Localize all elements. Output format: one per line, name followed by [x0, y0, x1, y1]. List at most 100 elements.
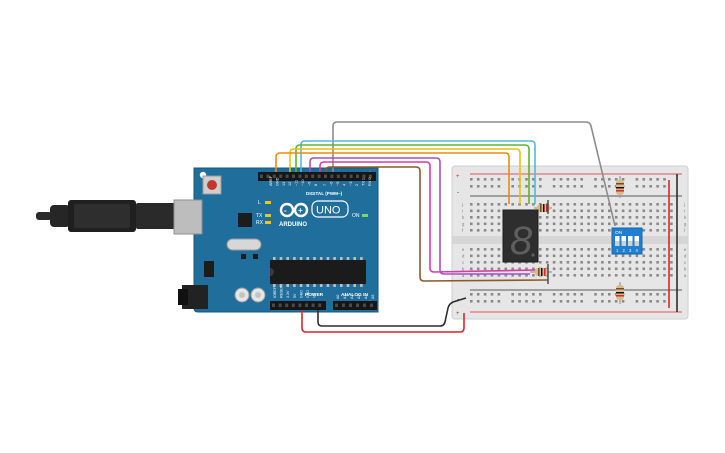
breadboard-hole[interactable]	[539, 178, 542, 181]
breadboard-hole[interactable]	[525, 300, 528, 303]
breadboard-hole[interactable]	[649, 222, 652, 226]
breadboard-hole[interactable]	[545, 216, 549, 219]
breadboard-hole[interactable]	[621, 178, 625, 181]
breadboard-hole[interactable]	[552, 178, 556, 181]
breadboard-hole[interactable]	[545, 267, 549, 271]
breadboard-hole[interactable]	[580, 274, 583, 277]
header-hole[interactable]	[272, 303, 275, 308]
breadboard-hole[interactable]	[497, 248, 501, 251]
breadboard-hole[interactable]	[621, 203, 625, 206]
breadboard-hole[interactable]	[490, 229, 494, 232]
breadboard-hole[interactable]	[470, 248, 473, 251]
breadboard-hole[interactable]	[663, 248, 666, 251]
breadboard-hole[interactable]	[483, 203, 487, 206]
breadboard-hole[interactable]	[635, 185, 639, 188]
header-hole[interactable]	[266, 174, 270, 179]
breadboard-hole[interactable]	[649, 261, 652, 264]
breadboard-hole[interactable]	[594, 216, 597, 219]
breadboard-hole[interactable]	[594, 261, 597, 264]
breadboard-hole[interactable]	[497, 274, 501, 277]
breadboard-hole[interactable]	[532, 274, 535, 277]
breadboard-hole[interactable]	[497, 178, 501, 181]
breadboard-hole[interactable]	[552, 254, 556, 258]
breadboard-hole[interactable]	[497, 300, 501, 303]
breadboard-hole[interactable]	[566, 178, 570, 181]
breadboard-hole[interactable]	[580, 178, 583, 181]
breadboard-hole[interactable]	[656, 293, 659, 296]
breadboard-hole[interactable]	[601, 274, 604, 277]
breadboard-hole[interactable]	[670, 248, 673, 251]
seven-segment-display[interactable]: 8	[502, 209, 539, 263]
breadboard-hole[interactable]	[601, 178, 604, 181]
breadboard-hole[interactable]	[628, 209, 632, 213]
breadboard-hole[interactable]	[614, 178, 618, 181]
breadboard-hole[interactable]	[628, 216, 632, 219]
breadboard-hole[interactable]	[642, 185, 646, 188]
breadboard-hole[interactable]	[649, 209, 652, 213]
breadboard-hole[interactable]	[497, 267, 501, 271]
breadboard-hole[interactable]	[601, 267, 604, 271]
header-hole[interactable]	[311, 303, 315, 308]
breadboard-hole[interactable]	[483, 216, 487, 219]
breadboard-hole[interactable]	[470, 261, 473, 264]
breadboard-hole[interactable]	[601, 222, 604, 226]
breadboard-hole[interactable]	[497, 216, 501, 219]
breadboard-hole[interactable]	[656, 216, 659, 219]
breadboard-hole[interactable]	[594, 185, 597, 188]
breadboard-hole[interactable]	[470, 267, 473, 271]
breadboard-hole[interactable]	[656, 178, 659, 181]
breadboard-hole[interactable]	[580, 222, 583, 226]
breadboard-hole[interactable]	[470, 274, 473, 277]
breadboard-hole[interactable]	[649, 229, 652, 232]
breadboard-hole[interactable]	[642, 261, 646, 264]
breadboard-hole[interactable]	[476, 274, 480, 277]
breadboard-hole[interactable]	[511, 178, 514, 181]
breadboard-hole[interactable]	[580, 248, 583, 251]
breadboard-hole[interactable]	[621, 274, 625, 277]
breadboard-hole[interactable]	[559, 267, 563, 271]
breadboard-hole[interactable]	[628, 254, 632, 258]
breadboard-hole[interactable]	[559, 248, 563, 251]
breadboard-hole[interactable]	[483, 222, 487, 226]
breadboard-hole[interactable]	[559, 254, 563, 258]
breadboard-hole[interactable]	[497, 209, 501, 213]
breadboard-hole[interactable]	[642, 222, 646, 226]
breadboard-hole[interactable]	[490, 203, 494, 206]
breadboard-hole[interactable]	[490, 267, 494, 271]
breadboard-hole[interactable]	[532, 203, 535, 206]
breadboard-hole[interactable]	[552, 267, 556, 271]
breadboard-hole[interactable]	[642, 293, 646, 296]
header-hole[interactable]	[356, 174, 359, 179]
breadboard-hole[interactable]	[656, 222, 659, 226]
breadboard-hole[interactable]	[608, 274, 611, 277]
breadboard-hole[interactable]	[656, 185, 659, 188]
breadboard-hole[interactable]	[511, 185, 514, 188]
breadboard-hole[interactable]	[608, 254, 611, 258]
breadboard-hole[interactable]	[470, 203, 473, 206]
breadboard-hole[interactable]	[635, 293, 639, 296]
breadboard-hole[interactable]	[470, 293, 473, 296]
breadboard-hole[interactable]	[656, 300, 659, 303]
breadboard-hole[interactable]	[497, 261, 501, 264]
breadboard-hole[interactable]	[552, 274, 556, 277]
breadboard-hole[interactable]	[552, 209, 556, 213]
breadboard-hole[interactable]	[649, 216, 652, 219]
breadboard-hole[interactable]	[476, 209, 480, 213]
breadboard-hole[interactable]	[663, 254, 666, 258]
breadboard-hole[interactable]	[670, 261, 673, 264]
breadboard-hole[interactable]	[587, 248, 590, 251]
breadboard-hole[interactable]	[642, 248, 646, 251]
breadboard-hole[interactable]	[566, 261, 570, 264]
breadboard-hole[interactable]	[518, 300, 521, 303]
breadboard-hole[interactable]	[511, 274, 514, 277]
breadboard-hole[interactable]	[497, 203, 501, 206]
breadboard-hole[interactable]	[670, 267, 673, 271]
breadboard-hole[interactable]	[628, 203, 632, 206]
breadboard-hole[interactable]	[539, 254, 542, 258]
breadboard-hole[interactable]	[518, 203, 521, 206]
breadboard-hole[interactable]	[573, 185, 577, 188]
breadboard-hole[interactable]	[476, 216, 480, 219]
breadboard-hole[interactable]	[497, 185, 501, 188]
header-hole[interactable]	[278, 303, 282, 308]
